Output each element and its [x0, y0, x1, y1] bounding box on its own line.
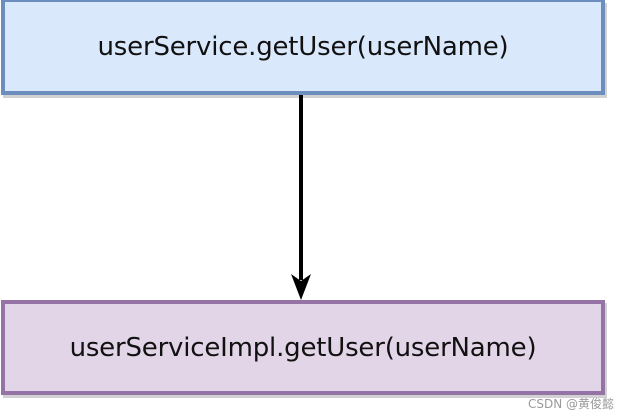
caller-node: userService.getUser(userName)	[1, 0, 605, 95]
callee-node: userServiceImpl.getUser(userName)	[1, 300, 605, 395]
arrowhead-icon	[291, 274, 311, 300]
watermark: CSDN @黄俊懿	[527, 397, 614, 411]
callee-node-label: userServiceImpl.getUser(userName)	[69, 332, 537, 363]
caller-node-label: userService.getUser(userName)	[97, 31, 509, 62]
